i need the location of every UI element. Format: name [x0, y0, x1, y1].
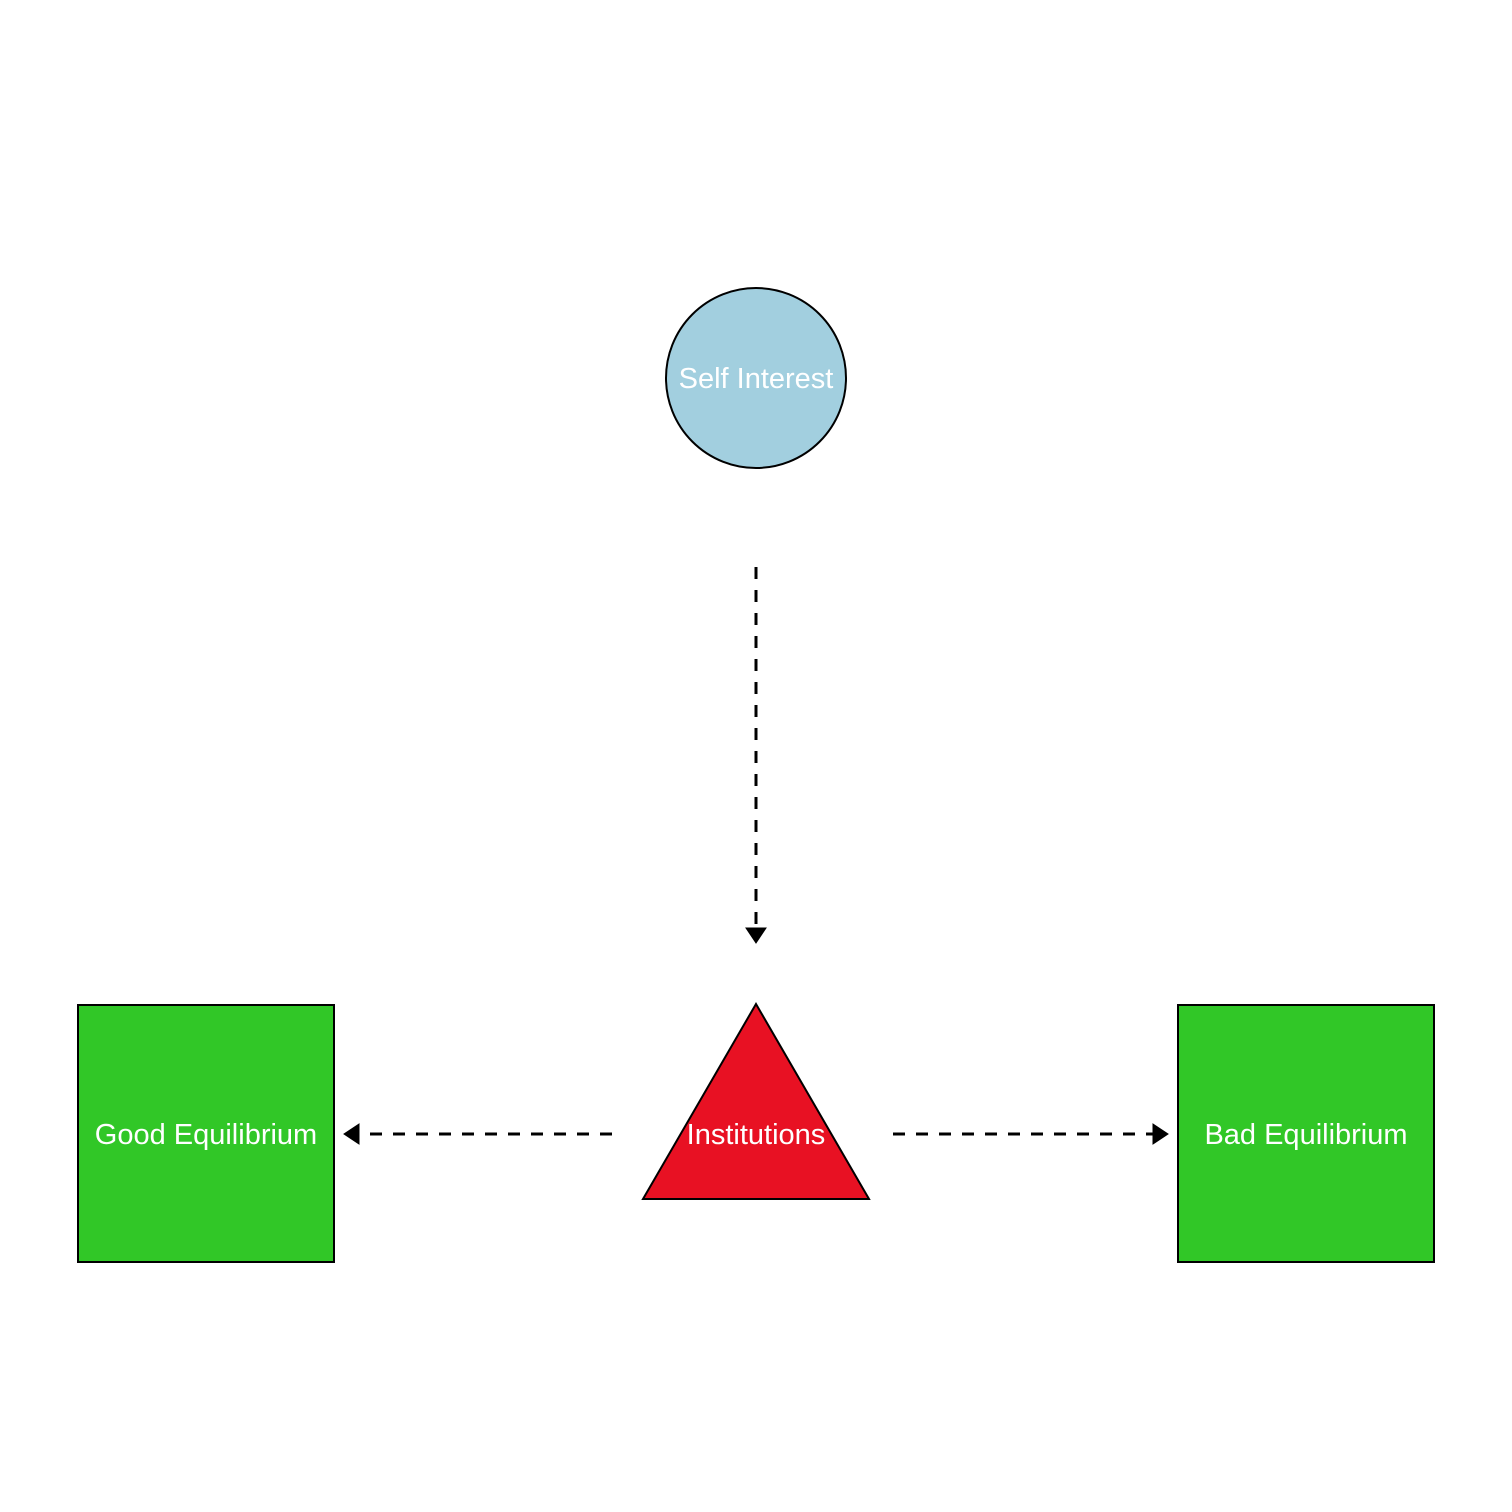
- edge-self-interest-to-institutions: [745, 567, 767, 944]
- triangle-shape: [641, 1002, 871, 1200]
- square-shape: [77, 1004, 335, 1263]
- edge-institutions-to-good-equilibrium: [343, 1123, 612, 1145]
- node-institutions: Institutions: [641, 1002, 871, 1200]
- arrow-head-right: [1152, 1123, 1169, 1145]
- node-label-self-interest: Self Interest: [679, 363, 834, 395]
- arrow-head-down: [745, 927, 767, 944]
- arrow-head-left: [343, 1123, 360, 1145]
- edge-institutions-to-bad-equilibrium: [893, 1123, 1169, 1145]
- node-label-institutions: Institutions: [687, 1119, 826, 1151]
- node-label-good-equilibrium: Good Equilibrium: [95, 1119, 317, 1151]
- node-self-interest: Self Interest: [665, 287, 847, 469]
- node-good-equilibrium: Good Equilibrium: [77, 1004, 335, 1263]
- node-bad-equilibrium: Bad Equilibrium: [1177, 1004, 1435, 1263]
- circle-shape: [665, 287, 847, 469]
- node-label-bad-equilibrium: Bad Equilibrium: [1204, 1119, 1407, 1151]
- square-shape: [1177, 1004, 1435, 1263]
